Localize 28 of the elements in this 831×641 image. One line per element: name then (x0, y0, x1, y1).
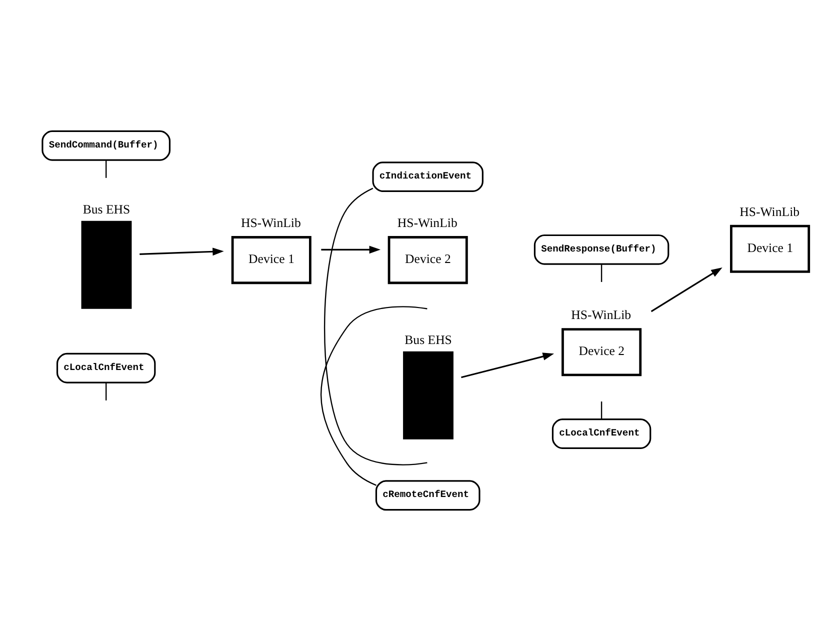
connector (105, 382, 107, 400)
node-box: Device 2 (562, 328, 642, 376)
connector (600, 402, 602, 420)
arrow (461, 352, 554, 378)
connector (105, 160, 107, 178)
connector (320, 306, 428, 486)
arrow (321, 246, 381, 254)
connector (600, 264, 602, 282)
node-box: cIndicationEvent (372, 162, 484, 192)
node-box (403, 351, 454, 440)
node-box (81, 220, 132, 309)
node-label: HS-WinLib (240, 216, 301, 230)
node-label: Bus EHS (404, 332, 452, 347)
node-box: cLocalCnfEvent (56, 352, 156, 384)
node-box: cLocalCnfEvent (552, 418, 652, 449)
node-label: HS-WinLib (740, 204, 800, 219)
node-box: Device 1 (730, 224, 810, 273)
node-box: cRemoteCnfEvent (375, 480, 480, 511)
node-label: HS-WinLib (571, 308, 632, 322)
arrow (140, 248, 224, 256)
node-label: Bus EHS (82, 202, 130, 216)
node-box: Device 2 (388, 236, 468, 284)
arrow (650, 267, 722, 312)
node-box: SendCommand(Buffer) (42, 130, 171, 161)
node-box: SendResponse(Buffer) (534, 234, 670, 265)
node-box: Device 1 (231, 236, 312, 284)
connector (324, 188, 428, 466)
node-label: HS-WinLib (397, 216, 458, 230)
